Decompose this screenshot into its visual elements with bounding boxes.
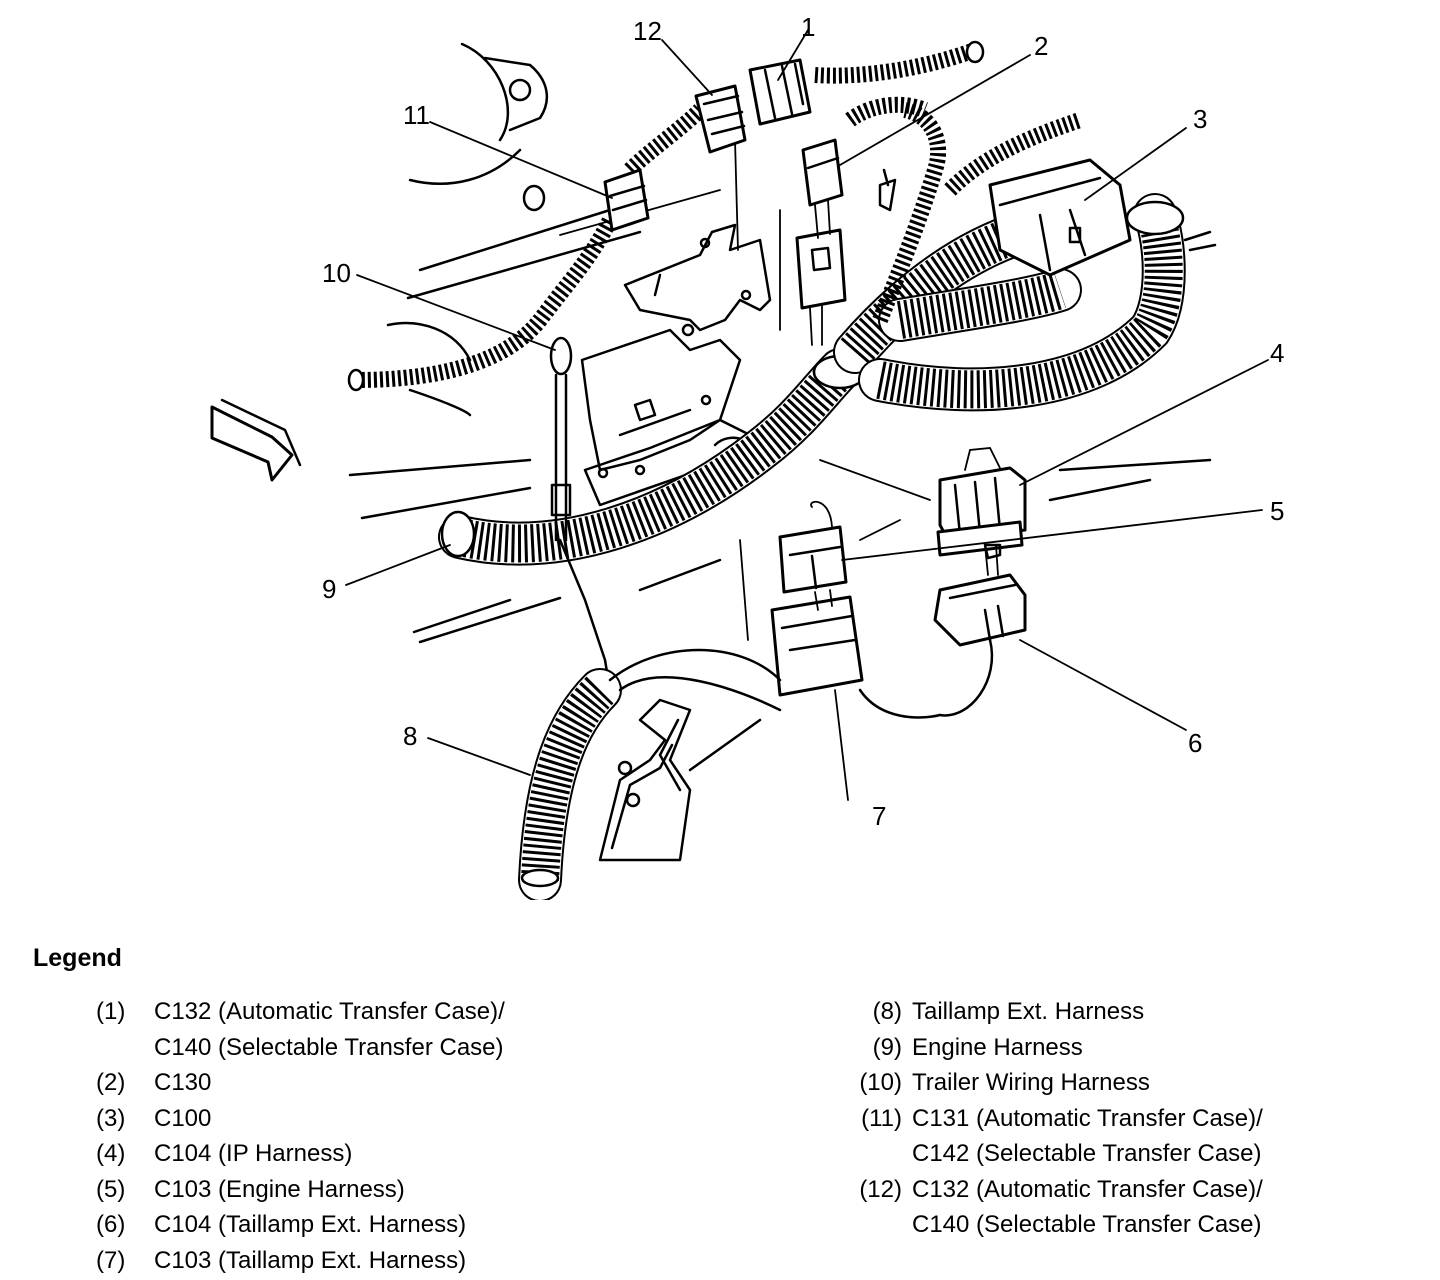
legend-item: (6) C104 (Taillamp Ext. Harness): [96, 1207, 505, 1243]
callout-5: 5: [1270, 496, 1284, 526]
legend-item-number: (10): [859, 1069, 902, 1096]
front-direction-arrow: [210, 398, 302, 482]
legend-item-number: (7): [96, 1246, 126, 1274]
callout-2: 2: [1034, 31, 1048, 61]
legend-item-text: C100: [154, 1104, 212, 1132]
legend-item-number: (6): [96, 1211, 126, 1238]
legend-item: (7) C103 (Taillamp Ext. Harness): [96, 1243, 505, 1279]
legend-item-text: C132 (Automatic Transfer Case)/ C140 (Se…: [912, 1175, 1263, 1239]
legend-item-text: C132 (Automatic Transfer Case)/ C140 (Se…: [154, 998, 505, 1061]
connector-3: [988, 158, 1132, 277]
engine-harness: [438, 348, 868, 566]
connector-2: [795, 138, 847, 346]
legend-item-number: (2): [96, 1069, 126, 1096]
legend-item-text: C131 (Automatic Transfer Case)/ C142 (Se…: [912, 1104, 1263, 1168]
legend-item: (1) C132 (Automatic Transfer Case)/ C140 …: [96, 994, 505, 1065]
callout-12: 12: [633, 16, 662, 46]
legend-item: (3) C100: [96, 1101, 505, 1137]
legend-item-text: C104 (Taillamp Ext. Harness): [154, 1211, 467, 1238]
legend-item: (5) C103 (Engine Harness): [96, 1172, 505, 1208]
legend-item: (9) Engine Harness: [828, 1030, 1263, 1066]
connector-6: [933, 544, 1027, 717]
legend-item-text: C103 (Taillamp Ext. Harness): [154, 1246, 467, 1274]
vehicle-body-outline: [348, 42, 1217, 772]
wiring-harness-diagram: 1 2 3 4 5 6 7 8 9 10 11 12: [210, 12, 1284, 900]
push-clip: [878, 168, 897, 212]
legend-item-text: Trailer Wiring Harness: [912, 1069, 1150, 1096]
legend-item: (10) Trailer Wiring Harness: [828, 1065, 1263, 1101]
callout-4: 4: [1270, 338, 1284, 368]
connector-12: [694, 84, 747, 154]
legend-list-right: (8) Taillamp Ext. Harness (9) Engine Harne…: [828, 994, 1263, 1243]
legend-item-number: (12): [859, 1175, 902, 1203]
legend-item-number: (4): [96, 1140, 126, 1167]
callout-9: 9: [322, 574, 336, 604]
legend-item: (8) Taillamp Ext. Harness: [828, 994, 1263, 1030]
legend-item-number: (5): [96, 1175, 126, 1203]
transfer-case-harness: [347, 40, 1083, 392]
legend-item: (12) C132 (Automatic Transfer Case)/ C140…: [828, 1172, 1263, 1243]
leader-lines: [345, 29, 1269, 801]
legend-item-number: (11): [861, 1104, 902, 1132]
legend-item-number: (3): [96, 1104, 126, 1132]
legend-item-text: Taillamp Ext. Harness: [912, 998, 1145, 1025]
callout-numbers: 1 2 3 4 5 6 7 8 9 10 11 12: [322, 12, 1284, 831]
legend-item: (4) C104 (IP Harness): [96, 1136, 505, 1172]
legend-item-text: C130: [154, 1069, 212, 1096]
connector-11: [603, 168, 650, 232]
callout-11: 11: [403, 100, 430, 130]
connector-7-pair: [770, 501, 864, 697]
legend-item-text: C103 (Engine Harness): [154, 1175, 405, 1203]
legend-item-number: (8): [872, 998, 902, 1025]
legend-title: Legend: [33, 944, 122, 972]
legend-item: (11) C131 (Automatic Transfer Case)/ C142…: [828, 1101, 1263, 1172]
legend-item-number: (1): [96, 998, 126, 1025]
callout-7: 7: [872, 801, 886, 831]
callout-1: 1: [801, 12, 815, 42]
legend-item: (2) C130: [96, 1065, 505, 1101]
connector-4: [938, 447, 1027, 542]
callout-8: 8: [403, 721, 417, 751]
legend-item-number: (9): [872, 1033, 902, 1061]
legend-list-left: (1) C132 (Automatic Transfer Case)/ C140 …: [96, 994, 505, 1278]
callout-10: 10: [322, 258, 351, 288]
callout-6: 6: [1188, 728, 1202, 758]
taillamp-harness: [518, 648, 942, 900]
legend-item-text: Engine Harness: [912, 1033, 1083, 1061]
legend-item-text: C104 (IP Harness): [154, 1140, 353, 1167]
callout-3: 3: [1193, 104, 1207, 134]
connector-1: [748, 58, 812, 126]
